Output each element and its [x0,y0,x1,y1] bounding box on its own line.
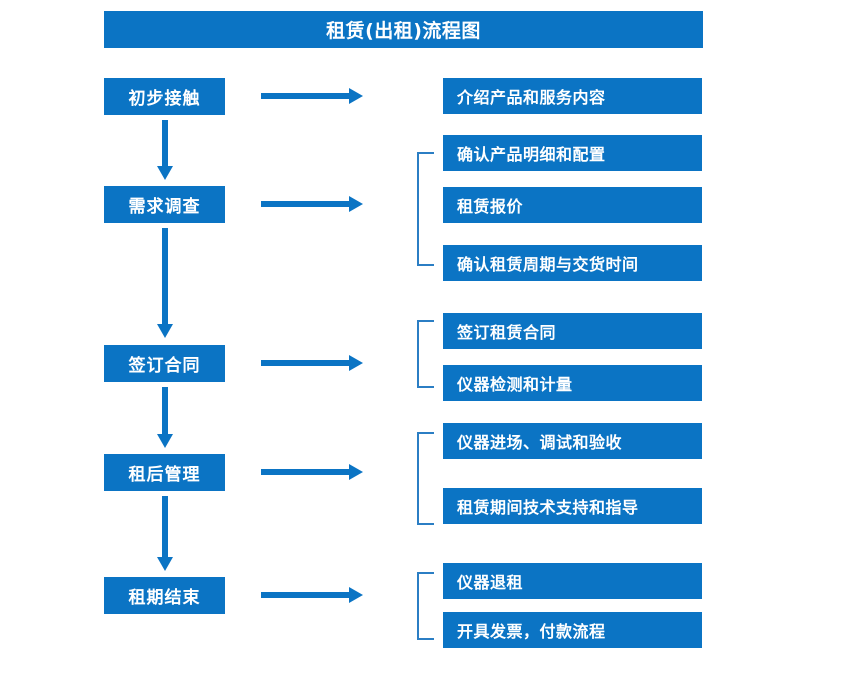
stage-box-5[interactable]: 租期结束 [104,577,225,614]
detail-box-2[interactable]: 确认产品明细和配置 [443,135,702,171]
group-bracket-3 [417,432,434,525]
arrow-down-icon-2 [156,228,174,338]
arrow-right-icon-3 [261,354,363,372]
detail-box-1[interactable]: 介绍产品和服务内容 [443,78,702,114]
detail-box-9[interactable]: 仪器退租 [443,563,702,599]
stage-box-2[interactable]: 需求调查 [104,186,225,223]
detail-box-3[interactable]: 租赁报价 [443,187,702,223]
detail-box-7[interactable]: 仪器进场、调试和验收 [443,423,702,459]
group-bracket-1 [417,152,434,266]
group-bracket-4 [417,572,434,640]
detail-box-5[interactable]: 签订租赁合同 [443,313,702,349]
detail-box-8[interactable]: 租赁期间技术支持和指导 [443,488,702,524]
page-title: 租赁(出租)流程图 [104,11,703,48]
arrow-right-icon-2 [261,195,363,213]
detail-box-6[interactable]: 仪器检测和计量 [443,365,702,401]
detail-box-10[interactable]: 开具发票，付款流程 [443,612,702,648]
stage-box-3[interactable]: 签订合同 [104,345,225,382]
arrow-down-icon-3 [156,387,174,448]
stage-box-1[interactable]: 初步接触 [104,78,225,115]
stage-box-4[interactable]: 租后管理 [104,454,225,491]
group-bracket-2 [417,320,434,388]
arrow-right-icon-4 [261,463,363,481]
arrow-down-icon-1 [156,120,174,180]
arrow-right-icon-1 [261,87,363,105]
arrow-down-icon-4 [156,496,174,571]
arrow-right-icon-5 [261,586,363,604]
detail-box-4[interactable]: 确认租赁周期与交货时间 [443,245,702,281]
